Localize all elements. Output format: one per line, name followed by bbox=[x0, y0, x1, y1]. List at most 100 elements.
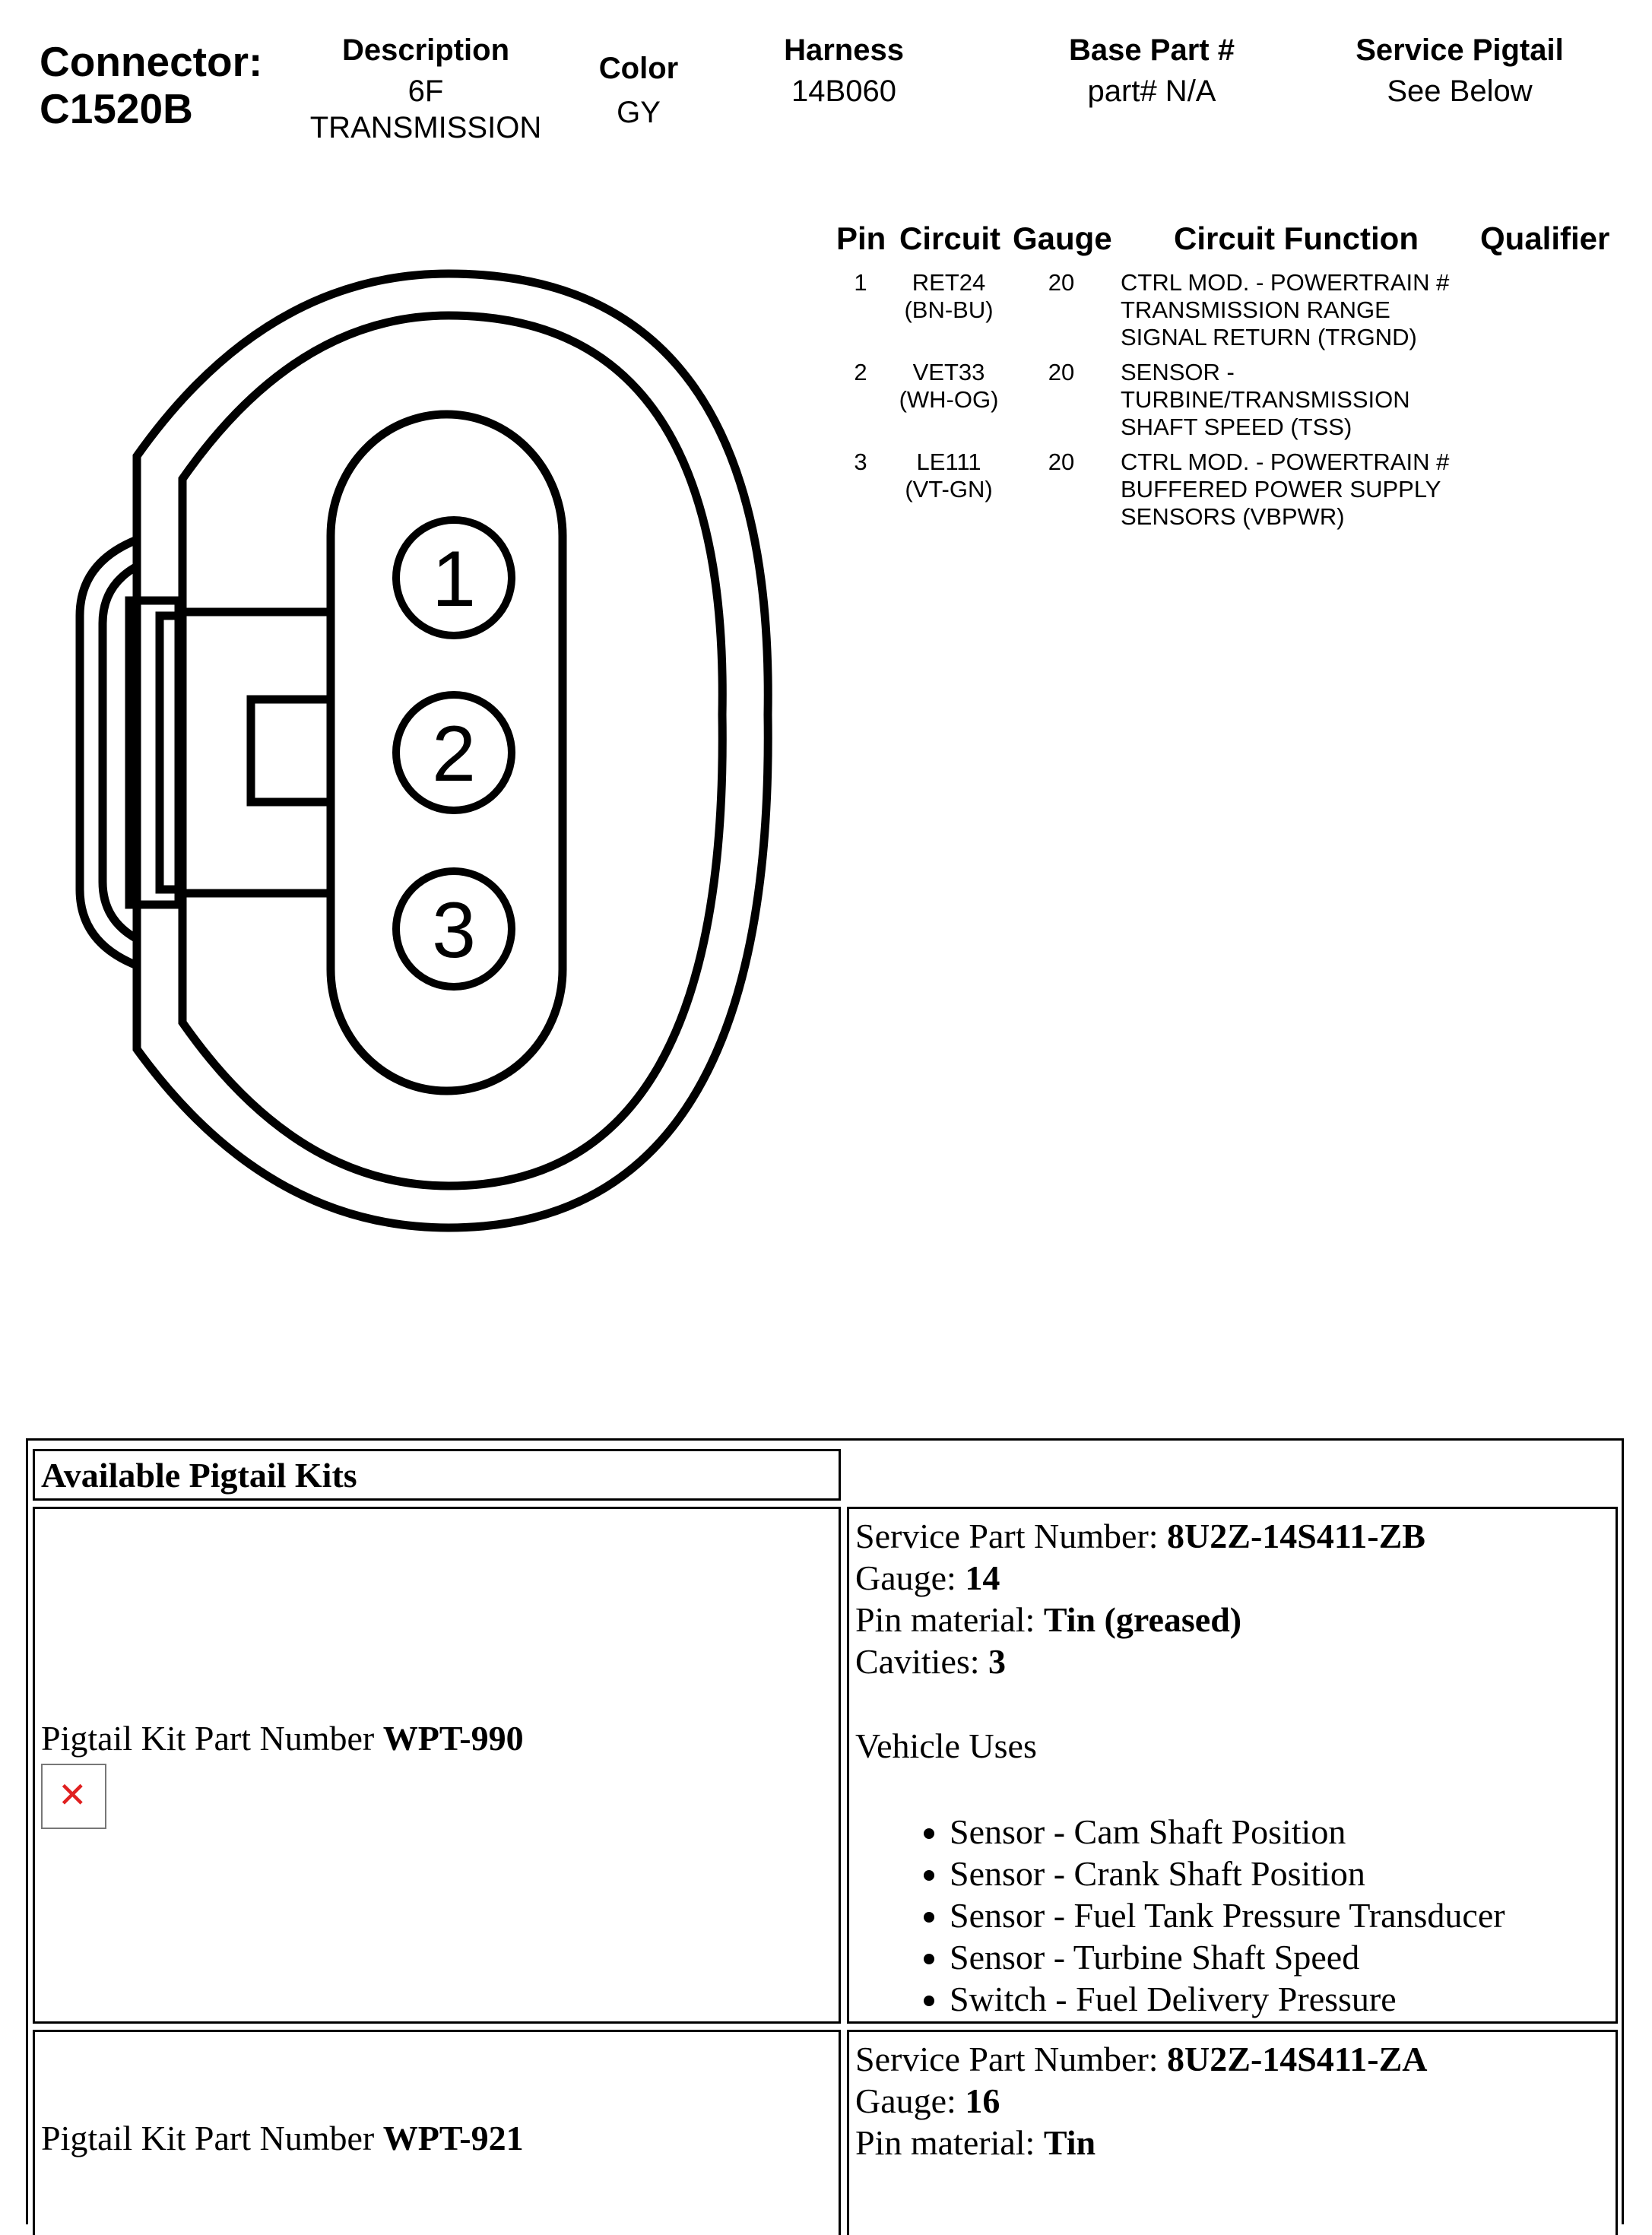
gauge-cell: 20 bbox=[1048, 359, 1075, 385]
header-value: See Below bbox=[1387, 74, 1533, 108]
pin-1-circle bbox=[392, 516, 515, 639]
kit-label: Pigtail Kit Part Number bbox=[41, 2119, 375, 2157]
header-value: GY bbox=[617, 96, 661, 129]
service-part-line: Service Part Number: 8U2Z-14S411-ZB bbox=[855, 1515, 1609, 1557]
circuit-code: VET33 bbox=[912, 359, 985, 385]
function-line: TURBINE/TRANSMISSION bbox=[1121, 386, 1410, 413]
gauge-line: Gauge: 16 bbox=[855, 2080, 1609, 2122]
circuit-code: LE111 bbox=[916, 449, 981, 475]
cavities-label: Cavities: bbox=[855, 1642, 980, 1681]
cavities-value: 3 bbox=[988, 1642, 1007, 1681]
service-part-label: Service Part Number: bbox=[855, 1517, 1159, 1555]
gauge-value: 16 bbox=[965, 2081, 1000, 2120]
function-cell: CTRL MOD. - POWERTRAIN # TRANSMISSION RA… bbox=[1121, 269, 1516, 351]
kit-part-number: WPT-921 bbox=[382, 2119, 524, 2157]
service-part-number: 8U2Z-14S411-ZA bbox=[1167, 2040, 1428, 2078]
broken-image-icon: ✕ bbox=[41, 1763, 106, 1829]
function-line: SENSOR - bbox=[1121, 359, 1235, 385]
kit-1-detail-cell: Service Part Number: 8U2Z-14S411-ZB Gaug… bbox=[847, 1507, 1618, 2024]
function-line: CTRL MOD. - POWERTRAIN # bbox=[1121, 269, 1450, 296]
circuit-cell: RET24 (BN-BU) bbox=[882, 269, 1016, 324]
pigtail-kits-table bbox=[26, 1438, 1624, 2224]
header-label: Description bbox=[341, 33, 510, 67]
pigtail-table-title-cell: Available Pigtail Kits bbox=[33, 1449, 841, 1501]
header-label: Harness bbox=[784, 33, 904, 67]
pin-col-header: Pin bbox=[836, 220, 886, 256]
circuit-col-header: Circuit bbox=[899, 220, 1001, 256]
kit-2-label-cell: Pigtail Kit Part Number WPT-921 bbox=[33, 2030, 841, 2235]
cavities-line: Cavities: 3 bbox=[855, 1641, 1609, 1682]
pin-2-circle bbox=[392, 691, 515, 814]
list-item: Sensor - Cam Shaft Position bbox=[950, 1811, 1609, 1853]
circuit-color: (WH-OG) bbox=[899, 386, 999, 413]
latch-tab-inner bbox=[155, 611, 187, 894]
function-line: TRANSMISSION RANGE bbox=[1121, 296, 1390, 323]
pin-1-label: 1 bbox=[432, 535, 476, 623]
header-value: 6F bbox=[407, 74, 444, 108]
function-cell: SENSOR - TURBINE/TRANSMISSION SHAFT SPEE… bbox=[1121, 359, 1516, 441]
pin-material-value: Tin bbox=[1043, 2123, 1096, 2162]
pin-material-line: Pin material: Tin bbox=[855, 2122, 1609, 2164]
kit-part-number: WPT-990 bbox=[382, 1718, 524, 1758]
connector-id: C1520B bbox=[40, 85, 193, 132]
function-line: CTRL MOD. - POWERTRAIN # bbox=[1121, 449, 1450, 475]
function-line: SHAFT SPEED (TSS) bbox=[1121, 414, 1352, 440]
vehicle-uses-label: Vehicle Uses bbox=[855, 1726, 1037, 1765]
kit-2-detail-cell: Service Part Number: 8U2Z-14S411-ZA Gaug… bbox=[847, 2030, 1618, 2235]
latch-inner bbox=[98, 563, 139, 943]
service-part-label: Service Part Number: bbox=[855, 2040, 1159, 2078]
pin-3-circle bbox=[392, 867, 515, 991]
header-label: Color bbox=[598, 52, 679, 85]
gauge-cell: 20 bbox=[1048, 449, 1075, 475]
list-item: Sensor - Fuel Tank Pressure Transducer bbox=[950, 1894, 1609, 1936]
function-line: SIGNAL RETURN (TRGND) bbox=[1121, 324, 1417, 350]
kit-1-part-line: Pigtail Kit Part Number WPT-990 bbox=[41, 1717, 832, 1759]
header-base-part: Base Part # part# N/A bbox=[1019, 32, 1285, 109]
pigtail-table-title: Available Pigtail Kits bbox=[41, 1456, 357, 1495]
pin-2-label: 2 bbox=[432, 710, 476, 798]
kit-label: Pigtail Kit Part Number bbox=[41, 1718, 375, 1758]
circuit-color: (VT-GN) bbox=[905, 476, 993, 502]
function-line: SENSORS (VBPWR) bbox=[1121, 503, 1345, 530]
gauge-col-header: Gauge bbox=[1013, 220, 1112, 256]
gauge-label: Gauge: bbox=[855, 1558, 956, 1597]
list-item: Sensor - Turbine Shaft Speed bbox=[950, 1936, 1609, 1978]
circuit-cell: LE111 (VT-GN) bbox=[882, 449, 1016, 503]
header-label: Base Part # bbox=[1069, 33, 1235, 67]
function-line: BUFFERED POWER SUPPLY bbox=[1121, 476, 1441, 502]
pin-material-line: Pin material: Tin (greased) bbox=[855, 1599, 1609, 1641]
gauge-value: 14 bbox=[965, 1558, 1000, 1597]
header-service-pigtail: Service Pigtail See Below bbox=[1323, 32, 1597, 109]
cavity-oval bbox=[326, 410, 567, 1095]
keyway-block bbox=[182, 607, 335, 898]
header-value: 14B060 bbox=[791, 74, 896, 108]
function-cell: CTRL MOD. - POWERTRAIN # BUFFERED POWER … bbox=[1121, 449, 1516, 531]
header-value: part# N/A bbox=[1087, 74, 1216, 108]
pin-number: 1 bbox=[854, 269, 867, 296]
kit-2-part-line: Pigtail Kit Part Number WPT-921 bbox=[41, 2117, 832, 2159]
header-value: TRANSMISSION bbox=[309, 111, 542, 144]
header-label: Service Pigtail bbox=[1356, 33, 1564, 67]
latch-outer bbox=[75, 535, 139, 970]
pin-3-label: 3 bbox=[432, 886, 476, 975]
service-part-number: 8U2Z-14S411-ZB bbox=[1167, 1517, 1425, 1555]
gauge-line: Gauge: 14 bbox=[855, 1557, 1609, 1599]
header-color: Color GY bbox=[563, 50, 715, 131]
housing-outer bbox=[132, 269, 772, 1232]
vehicle-uses-list: Sensor - Cam Shaft Position Sensor - Cra… bbox=[855, 1811, 1609, 2020]
circuit-color: (BN-BU) bbox=[904, 296, 994, 323]
pin-material-value: Tin (greased) bbox=[1043, 1600, 1242, 1639]
function-col-header: Circuit Function bbox=[1174, 220, 1419, 256]
circuit-cell: VET33 (WH-OG) bbox=[882, 359, 1016, 414]
circuit-code: RET24 bbox=[912, 269, 986, 296]
qualifier-col-header: Qualifier bbox=[1480, 220, 1610, 256]
list-item: Switch - Fuel Delivery Pressure bbox=[950, 1978, 1609, 2020]
gauge-cell: 20 bbox=[1048, 269, 1075, 296]
connector-label: Connector: bbox=[40, 38, 263, 85]
pin-material-label: Pin material: bbox=[855, 2123, 1035, 2162]
connector-title: Connector: C1520B bbox=[40, 38, 262, 132]
gauge-label: Gauge: bbox=[855, 2081, 956, 2120]
pin-material-label: Pin material: bbox=[855, 1600, 1035, 1639]
service-part-line: Service Part Number: 8U2Z-14S411-ZA bbox=[855, 2038, 1609, 2080]
connector-face-diagram: 1 2 3 bbox=[75, 269, 772, 1232]
